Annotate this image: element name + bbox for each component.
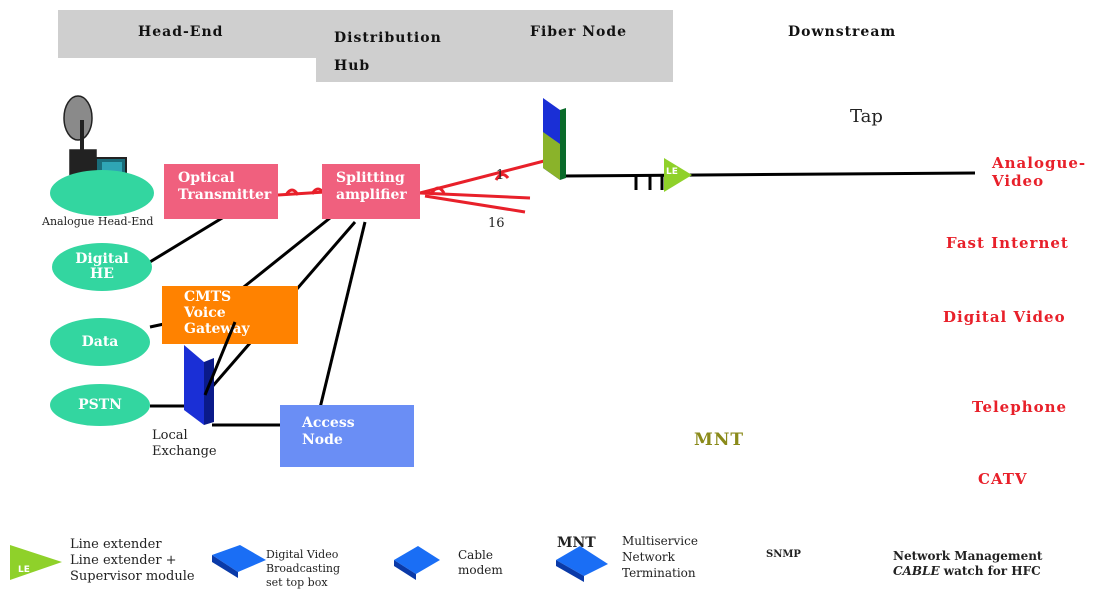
legend-nm-rest: watch for HFC (939, 564, 1041, 578)
legend-mnt-icon (556, 546, 608, 582)
split-label-16: 16 (488, 216, 505, 231)
legend-nm-line2: CABLE watch for HFC (893, 564, 1042, 579)
optical-transmitter-line1: Optical (178, 170, 235, 186)
legend-nm-line1: Network Management (893, 549, 1043, 563)
header-distribution-line2: Hub (334, 58, 371, 74)
fiber-split-node (419, 158, 549, 195)
service-telephone: Telephone (972, 398, 1068, 416)
access-node-line2: Node (302, 432, 343, 448)
fiber-node-icon (543, 98, 566, 180)
header-distribution-line1: Distribution (334, 30, 442, 46)
line-tx-digital (139, 210, 233, 270)
fiber-loop-4 (494, 173, 510, 181)
fiber-split-16 (424, 194, 526, 214)
service-analogue-video-line2: Video (992, 172, 1045, 190)
digital-he-line1: Digital (75, 251, 129, 267)
fiber-loop-3 (430, 186, 446, 194)
legend-cable-modem-icon (394, 546, 440, 580)
local-exchange-line1: Local (152, 428, 188, 443)
line-split-access (318, 221, 367, 409)
fiber-split-1 (419, 191, 531, 200)
legend-nm-cable: CABLE (893, 564, 940, 578)
service-analogue-video: Analogue- Video (992, 154, 1086, 190)
legend-cable-modem: Cable modem (458, 548, 503, 578)
legend-dvb-line2: Broadcasting (266, 562, 340, 575)
legend-le-text: LE (18, 565, 30, 575)
cmts-line3: Gateway (184, 321, 250, 337)
service-catv: CATV (978, 470, 1028, 488)
legend-line-extender-line3: Supervisor module (70, 569, 195, 584)
legend-dvb-line3: set top box (266, 576, 328, 589)
service-fast-internet: Fast Internet (946, 234, 1069, 252)
header-downstream: Downstream (788, 24, 897, 40)
service-digital-video: Digital Video (943, 308, 1066, 326)
legend-snmp: SNMP (766, 549, 801, 560)
splitting-amplifier-box: Splitting amplifier (322, 164, 420, 219)
legend-dvb-line1: Digital Video (266, 548, 339, 561)
line-fiber-downstream (562, 171, 976, 178)
legend-mnt: Multiservice Network Termination (622, 533, 698, 581)
legend-line-extender-icon (10, 545, 62, 580)
legend-network-management: Network Management CABLE watch for HFC (893, 549, 1042, 579)
legend-cable-modem-line1: Cable (458, 548, 493, 562)
local-exchange-label: Local Exchange (152, 428, 217, 460)
access-node-line1: Access (302, 415, 355, 431)
legend-line-extender-line1: Line extender (70, 537, 162, 552)
legend-line-extender: Line extender Line extender + Supervisor… (70, 537, 195, 585)
line-extender-text: LE (666, 167, 678, 177)
digital-he-line2: HE (90, 266, 114, 282)
line-split-cmts (239, 216, 331, 292)
digital-he-ellipse: Digital HE (52, 243, 152, 291)
analogue-head-end-label: Analogue Head-End (42, 215, 154, 228)
legend-dvb: Digital Video Broadcasting set top box (266, 548, 340, 590)
header-band-hub (316, 56, 673, 82)
pstn-ellipse: PSTN (50, 384, 150, 426)
mnt-label: MNT (694, 430, 745, 450)
line-extender-icon (664, 158, 692, 192)
splitting-amplifier-line2: amplifier (336, 187, 407, 203)
data-ellipse: Data (50, 318, 150, 366)
legend-mnt-line3: Termination (622, 566, 696, 580)
header-fiber-node: Fiber Node (530, 24, 628, 40)
header-band (58, 10, 673, 58)
legend-mnt-label: MNT (557, 535, 596, 551)
split-label-1: 1 (496, 168, 505, 183)
optical-transmitter-box: Optical Transmitter (164, 164, 278, 219)
line-data-cmts (149, 322, 165, 329)
cmts-line1: CMTS (184, 289, 232, 305)
fiber-tx-split (277, 190, 326, 197)
header-distribution-hub: Distribution Hub (334, 24, 442, 80)
tap-label: Tap (850, 106, 883, 127)
service-analogue-video-line1: Analogue- (992, 154, 1087, 172)
access-node-box: Access Node (280, 405, 414, 467)
legend-line-extender-line2: Line extender + (70, 553, 177, 568)
legend-cable-modem-line2: modem (458, 563, 503, 577)
local-exchange-icon (184, 345, 214, 425)
cmts-voice-gateway-box: CMTS Voice Gateway (162, 286, 298, 344)
optical-transmitter-line2: Transmitter (178, 187, 272, 203)
local-exchange-line2: Exchange (152, 444, 217, 459)
legend-dvb-icon (212, 545, 266, 578)
legend-mnt-line1: Multiservice (622, 534, 698, 548)
splitting-amplifier-line1: Splitting (336, 170, 405, 186)
cmts-line2: Voice (184, 305, 226, 321)
header-head-end: Head-End (138, 24, 224, 40)
analogue-head-end-ellipse (50, 170, 154, 216)
legend-mnt-line2: Network (622, 550, 675, 564)
fiber-loop-1 (284, 188, 300, 196)
